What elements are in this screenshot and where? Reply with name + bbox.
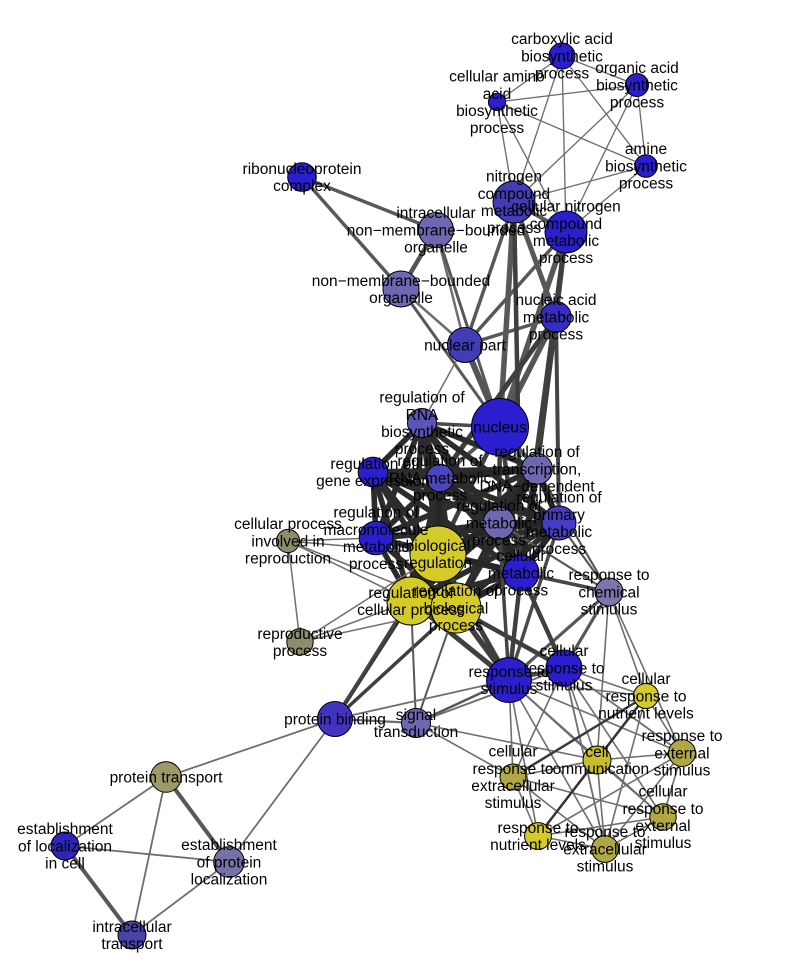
svg-text:protein binding: protein binding [284,711,386,728]
svg-text:nucleus: nucleus [473,419,527,436]
svg-text:nuclear part: nuclear part [424,337,507,354]
svg-text:protein transport: protein transport [110,769,224,786]
